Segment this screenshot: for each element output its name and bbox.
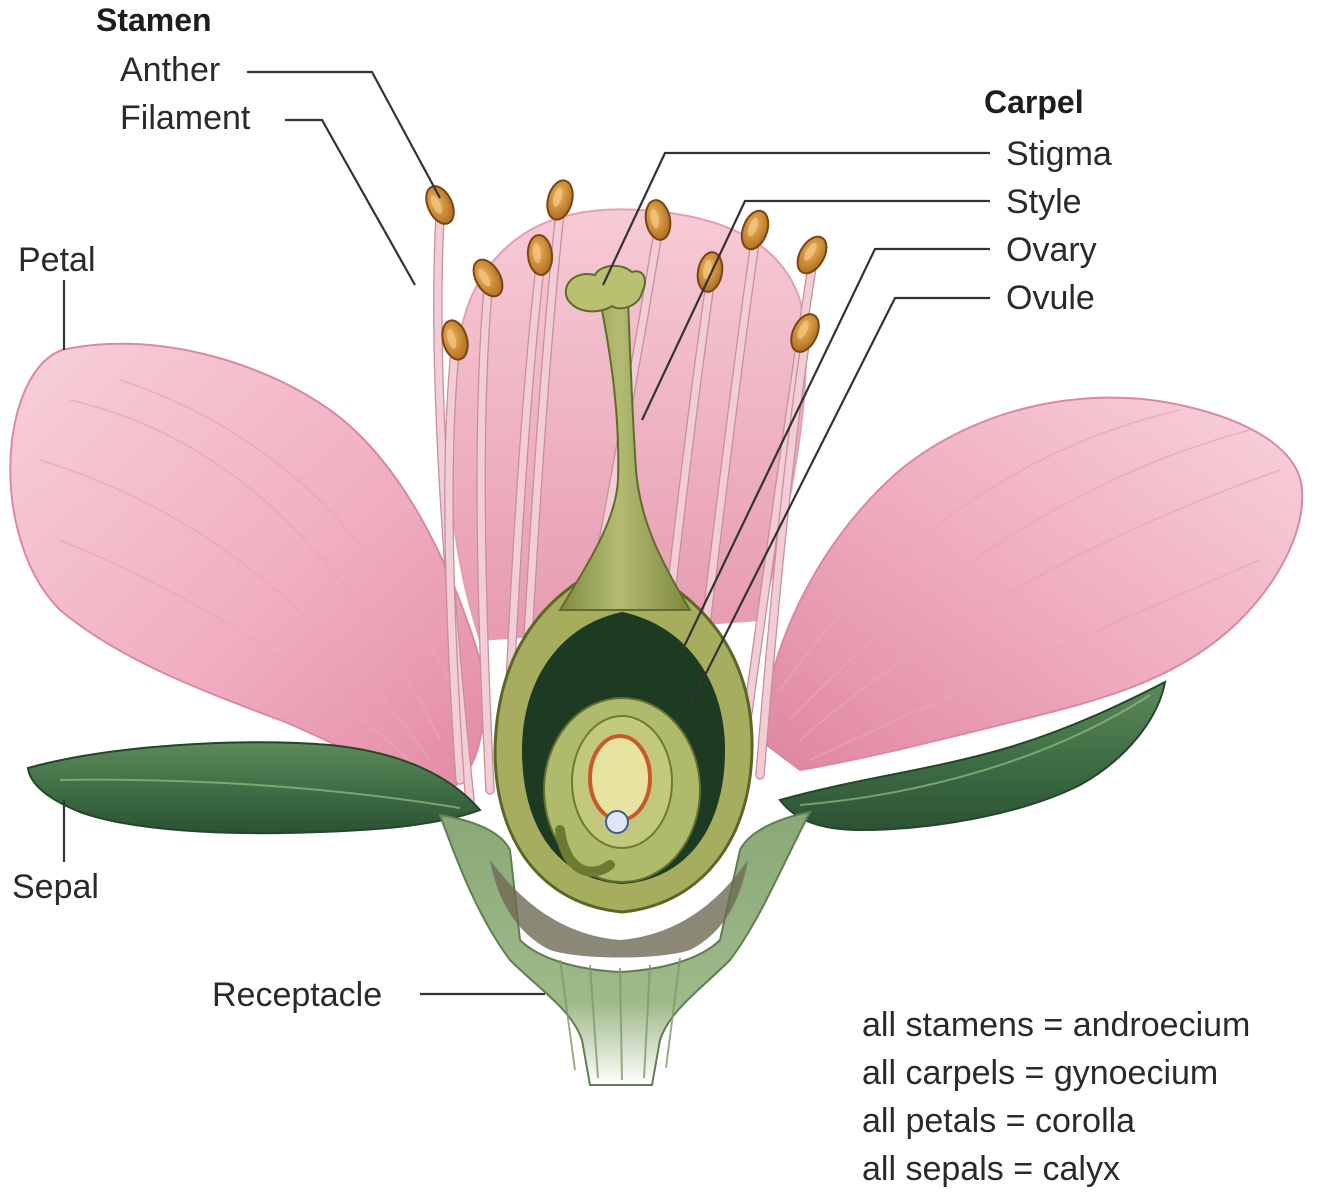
stamen-heading: Stamen [96,2,212,38]
receptacle-base-dark [490,860,748,958]
anther-label: Anther [120,51,220,89]
style-label: Style [1006,183,1082,221]
egg-cell [605,810,629,834]
leader-lines [62,70,990,996]
right-petal [758,396,1304,772]
anther-highlight [797,320,809,340]
style-shape [558,299,692,611]
embryo-sac [588,734,652,822]
receptacle-and-stem [438,810,812,1086]
anther-highlight [552,187,563,208]
anther-highlight [478,268,491,287]
anther-highlight [650,208,660,229]
stigma-leader [602,151,990,286]
sepal-label: Sepal [12,868,99,906]
anther-highlight [532,243,541,264]
funiculus [555,825,615,877]
ovule-leader [684,296,990,716]
sepals [26,680,1167,835]
anther-highlight [430,195,443,214]
filament-label: Filament [120,99,251,137]
petal-label: Petal [18,241,96,279]
anthers [425,179,828,361]
filament [445,348,464,784]
style-leader [641,199,990,421]
summary-line: all carpels = gynoecium [862,1054,1218,1092]
filament [477,286,494,794]
summary-line: all sepals = calyx [862,1150,1120,1188]
right-sepal [778,680,1167,832]
ovule-label: Ovule [1006,279,1095,317]
anther-highlight [747,217,758,237]
carpel-heading: Carpel [984,84,1084,120]
anther-highlight [804,242,817,261]
summary-line: all petals = corolla [862,1102,1135,1140]
stigma-shape [565,264,646,313]
ovary-label: Ovary [1006,231,1097,269]
labels: Stamen Anther Filament Petal Carpel Stig… [12,2,1112,1014]
filament [756,341,809,779]
stigma-label: Stigma [1006,135,1112,173]
anther-highlight [446,329,457,349]
receptacle-label: Receptacle [212,976,382,1014]
summary-text: all stamens = androecium all carpels = g… [862,1006,1250,1188]
anther-leader [247,70,441,199]
summary-line: all stamens = androecium [862,1006,1250,1044]
filament [434,213,474,804]
receptacle-body [438,810,812,1086]
pistil [493,264,754,914]
filament-leader [285,118,416,286]
ovary-leader [679,247,990,656]
